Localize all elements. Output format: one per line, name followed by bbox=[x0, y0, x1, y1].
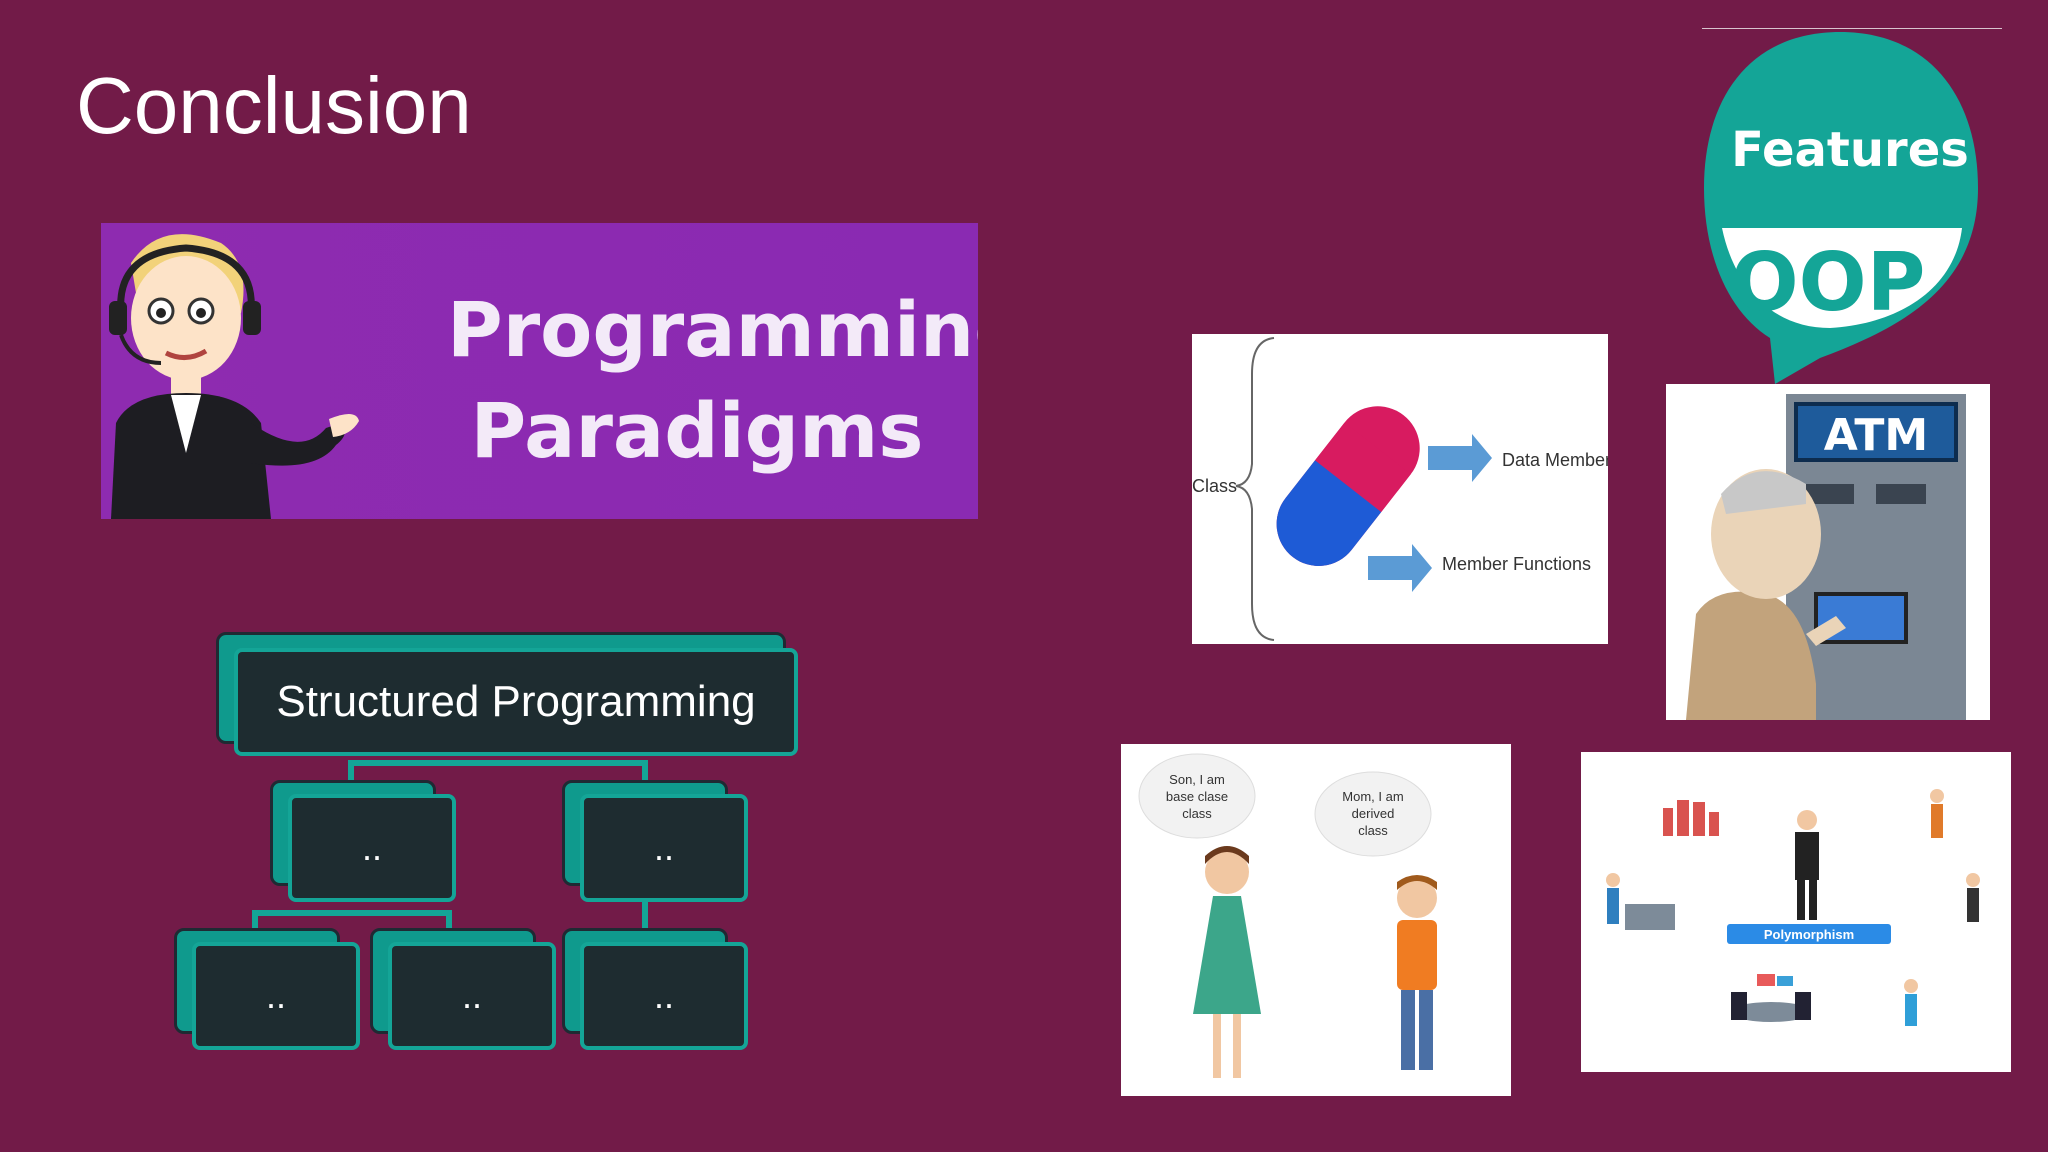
inheritance-panel: Son, I am base clase class Mom, I am der… bbox=[1121, 744, 1511, 1096]
child-node: .. bbox=[580, 794, 748, 902]
encapsulation-panel: Class Data Members Member Functions bbox=[1192, 334, 1608, 644]
capsule-illustration: Class Data Members Member Functions bbox=[1192, 337, 1608, 641]
leaf-node: .. bbox=[388, 942, 556, 1050]
polymorphism-panel: Polymorphism bbox=[1581, 752, 2011, 1072]
bubble-right-line2: derived bbox=[1352, 806, 1395, 821]
atm-panel: ATM bbox=[1666, 384, 1990, 720]
bubble-right-line1: Mom, I am bbox=[1342, 789, 1403, 804]
connector-line bbox=[348, 760, 648, 766]
child-node: .. bbox=[288, 794, 456, 902]
badge-top-rule bbox=[1702, 28, 2002, 29]
polymorphism-label: Polymorphism bbox=[1764, 927, 1854, 942]
bubble-left-line1: Son, I am bbox=[1169, 772, 1225, 787]
banner-line2: Paradigms bbox=[470, 386, 924, 475]
bubble-left-line3: class bbox=[1182, 806, 1212, 821]
member-functions-label: Member Functions bbox=[1442, 554, 1591, 574]
connector-line bbox=[642, 896, 648, 936]
presenter-woman-illustration bbox=[109, 234, 359, 519]
bubble-left-line2: base clase bbox=[1166, 789, 1228, 804]
connector-line bbox=[252, 910, 258, 934]
root-node: Structured Programming bbox=[234, 648, 798, 756]
leaf-node: .. bbox=[192, 942, 360, 1050]
atm-label: ATM bbox=[1824, 410, 1928, 461]
atm-illustration: ATM bbox=[1686, 394, 1966, 720]
oop-features-badge: Features OOP bbox=[1704, 32, 1978, 384]
connector-line bbox=[252, 910, 452, 916]
polymorphism-illustration: Polymorphism bbox=[1606, 789, 1980, 1026]
banner-line1: Programming bbox=[447, 285, 978, 374]
class-label: Class bbox=[1192, 476, 1237, 496]
data-members-label: Data Members bbox=[1502, 450, 1608, 470]
badge-bottom-text: OOP bbox=[1731, 236, 1926, 329]
leaf-node: .. bbox=[580, 942, 748, 1050]
connector-line bbox=[446, 910, 452, 934]
mother-son-illustration: Son, I am base clase class Mom, I am der… bbox=[1138, 753, 1437, 1078]
bubble-right-line3: class bbox=[1358, 823, 1388, 838]
badge-top-text: Features bbox=[1731, 122, 1969, 178]
programming-paradigms-banner: Programming Paradigms bbox=[101, 223, 978, 519]
slide-title: Conclusion bbox=[76, 61, 472, 150]
